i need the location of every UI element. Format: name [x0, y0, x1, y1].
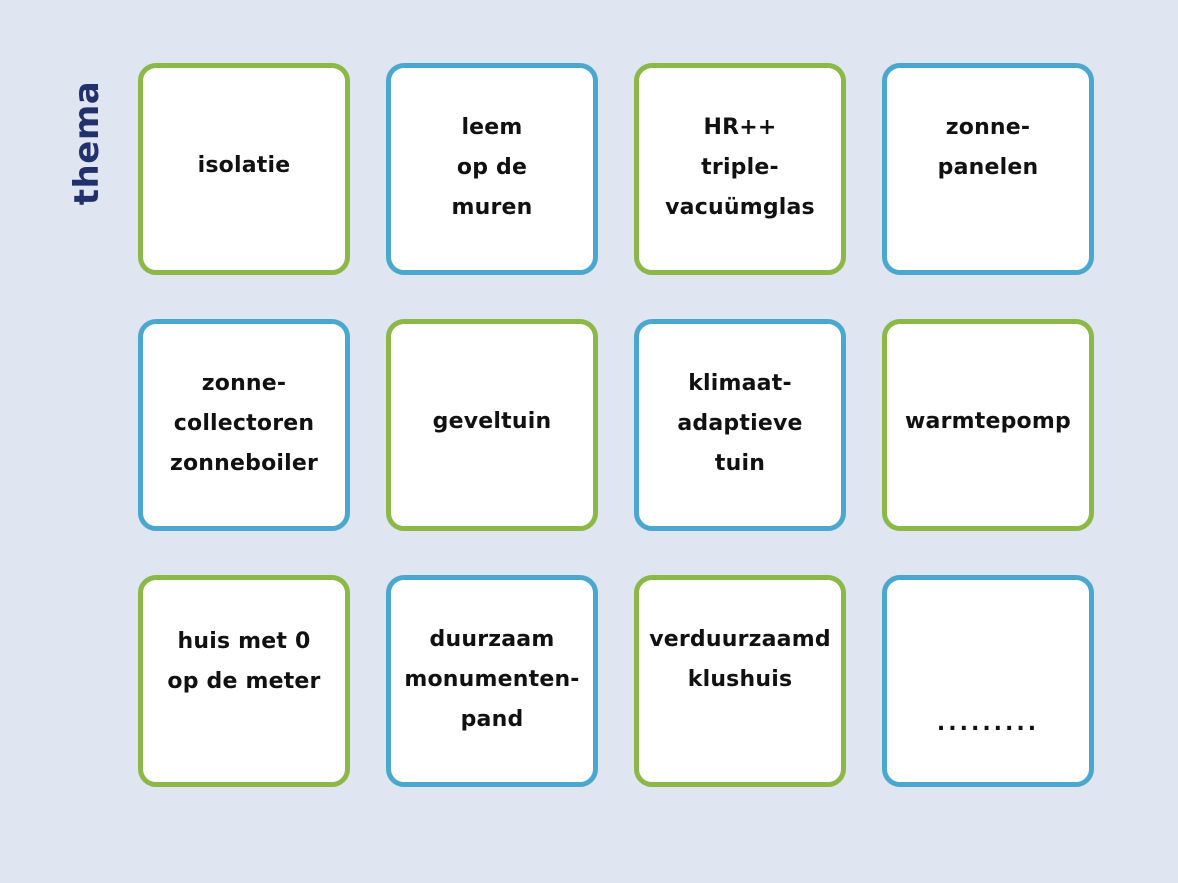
card-label: zonne- panelen	[937, 115, 1039, 180]
card-label: geveltuin	[432, 409, 552, 434]
card-label: HR++ triple- vacuümglas	[665, 115, 815, 220]
card-label: huis met 0 op de meter	[167, 629, 321, 694]
card-hr-triple-vacuumglas[interactable]: HR++ triple- vacuümglas	[634, 63, 846, 275]
card-zonnepanelen[interactable]: zonne- panelen	[882, 63, 1094, 275]
side-label-text: thema	[67, 80, 108, 206]
card-label: duurzaam monumenten- pand	[404, 627, 580, 732]
card-isolatie[interactable]: isolatie	[138, 63, 350, 275]
card-label: zonne- collectoren zonneboiler	[169, 371, 319, 476]
card-label: verduurzaamd klushuis	[649, 627, 831, 692]
card-label: isolatie	[197, 153, 291, 178]
card-leem-op-de-muren[interactable]: leem op de muren	[386, 63, 598, 275]
card-geveltuin[interactable]: geveltuin	[386, 319, 598, 531]
card-blank-placeholder[interactable]: .........	[882, 575, 1094, 787]
card-zonnecollectoren-zonneboiler[interactable]: zonne- collectoren zonneboiler	[138, 319, 350, 531]
card-label: leem op de muren	[451, 115, 533, 220]
card-warmtepomp[interactable]: warmtepomp	[882, 319, 1094, 531]
card-duurzaam-monumentenpand[interactable]: duurzaam monumenten- pand	[386, 575, 598, 787]
card-grid: isolatie leem op de muren HR++ triple- v…	[138, 63, 1094, 787]
card-klimaatadaptieve-tuin[interactable]: klimaat- adaptieve tuin	[634, 319, 846, 531]
card-label: .........	[936, 711, 1040, 736]
card-verduurzaamd-klushuis[interactable]: verduurzaamd klushuis	[634, 575, 846, 787]
card-label: klimaat- adaptieve tuin	[677, 371, 803, 476]
card-label: warmtepomp	[905, 409, 1071, 434]
side-label: thema	[67, 81, 107, 205]
card-huis-met-0-op-de-meter[interactable]: huis met 0 op de meter	[138, 575, 350, 787]
